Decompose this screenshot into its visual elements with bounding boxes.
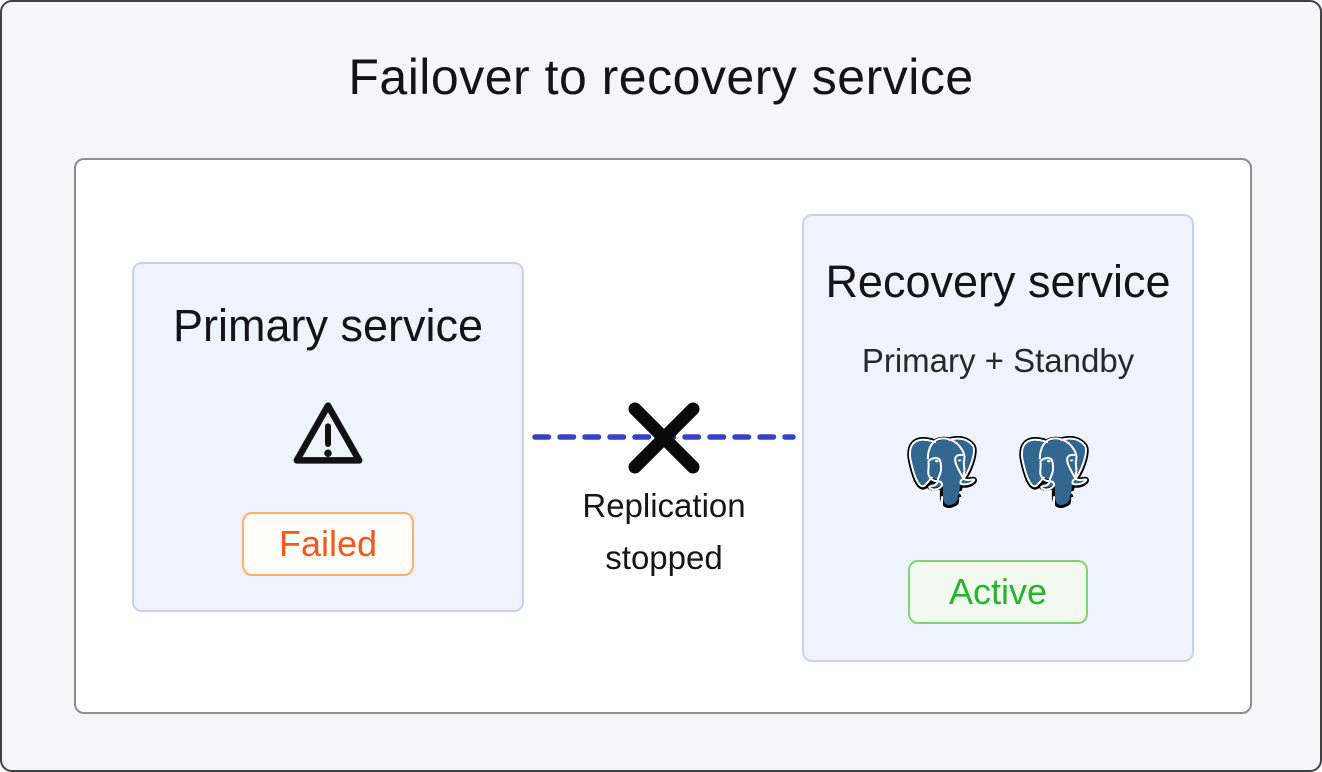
- primary-service-card: Primary service Failed: [132, 262, 524, 612]
- recovery-service-subtitle: Primary + Standby: [861, 342, 1135, 379]
- failed-status-badge: Failed: [242, 512, 414, 576]
- postgresql-elephant-icon: [906, 436, 978, 508]
- primary-service-title: Primary service: [172, 300, 484, 351]
- postgres-instances-row: [804, 436, 1192, 508]
- diagram-title: Failover to recovery service: [348, 49, 974, 105]
- x-cross-icon: [628, 402, 700, 474]
- warning-triangle-icon: [134, 400, 522, 466]
- recovery-service-title: Recovery service: [825, 256, 1171, 307]
- postgresql-elephant-icon: [1018, 436, 1090, 508]
- active-status-badge: Active: [908, 560, 1088, 624]
- replication-stopped-label: Replication stopped: [582, 487, 746, 576]
- recovery-service-card: Recovery service Primary + Standby Activ…: [802, 214, 1194, 662]
